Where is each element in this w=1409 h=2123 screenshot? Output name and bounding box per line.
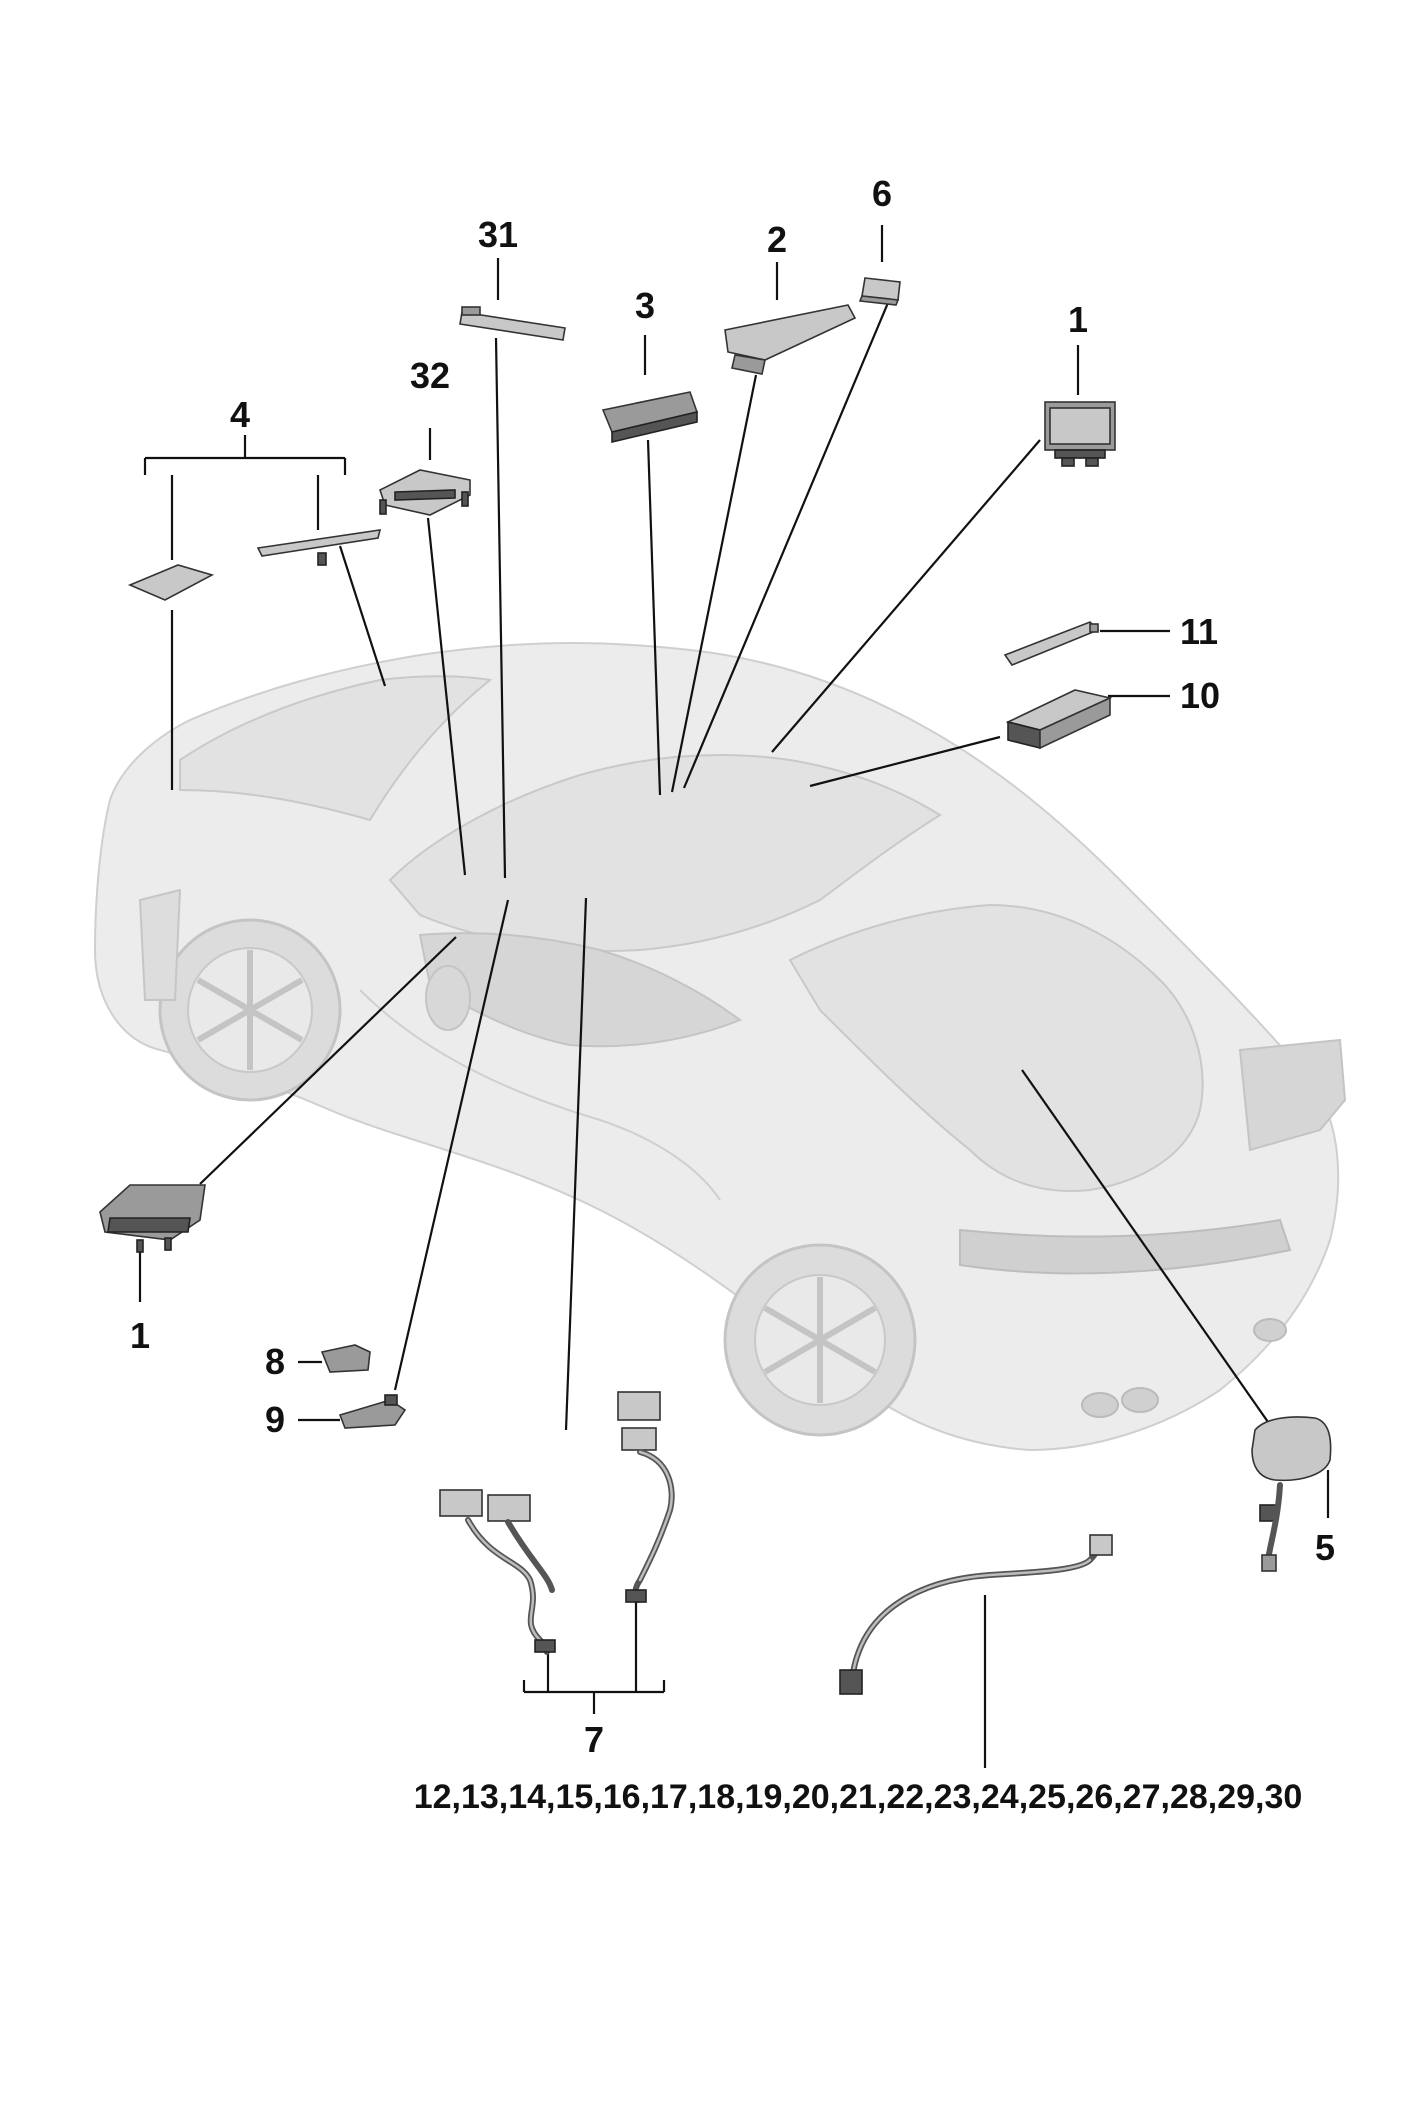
sensor-8 [320,1344,371,1373]
car-illustration [93,642,1347,1452]
bracket-32 [379,469,471,516]
label-1-top: 1 [1068,299,1088,340]
pad-4-right [256,529,382,566]
label-7: 7 [584,1719,604,1760]
callout-labels: 31 2 6 3 1 32 4 11 10 1 8 9 5 7 12,13,14… [130,173,1335,1816]
label-2: 2 [767,219,787,260]
pad-4-left [127,564,215,601]
label-31: 31 [478,214,518,255]
slim-module-11 [1003,621,1100,666]
antenna-cable-12-30 [839,1534,1113,1695]
small-module-6 [858,277,901,306]
control-unit-1-top [1044,401,1116,467]
leader-lines [138,225,1330,1768]
label-6: 6 [872,173,892,214]
tray-module-10 [1005,689,1113,750]
label-3: 3 [635,285,655,326]
label-1-left: 1 [130,1315,150,1356]
label-32: 32 [410,355,450,396]
label-11: 11 [1180,611,1218,652]
label-10: 10 [1180,675,1220,716]
label-9: 9 [265,1399,285,1440]
control-unit-3 [601,391,699,444]
harness-7-left [439,1489,556,1655]
antenna-strip-31 [459,306,566,341]
label-5: 5 [1315,1527,1335,1568]
pad-sensor-5 [1251,1416,1332,1572]
harness-7-right [617,1391,675,1603]
flat-module-2 [724,304,857,375]
control-unit-1-left [99,1184,206,1253]
label-8: 8 [265,1341,285,1382]
sensor-9 [338,1394,407,1429]
label-4: 4 [230,394,250,435]
label-12-30: 12,13,14,15,16,17,18,19,20,21,22,23,24,2… [414,1778,1303,1816]
parts [99,277,1332,1695]
